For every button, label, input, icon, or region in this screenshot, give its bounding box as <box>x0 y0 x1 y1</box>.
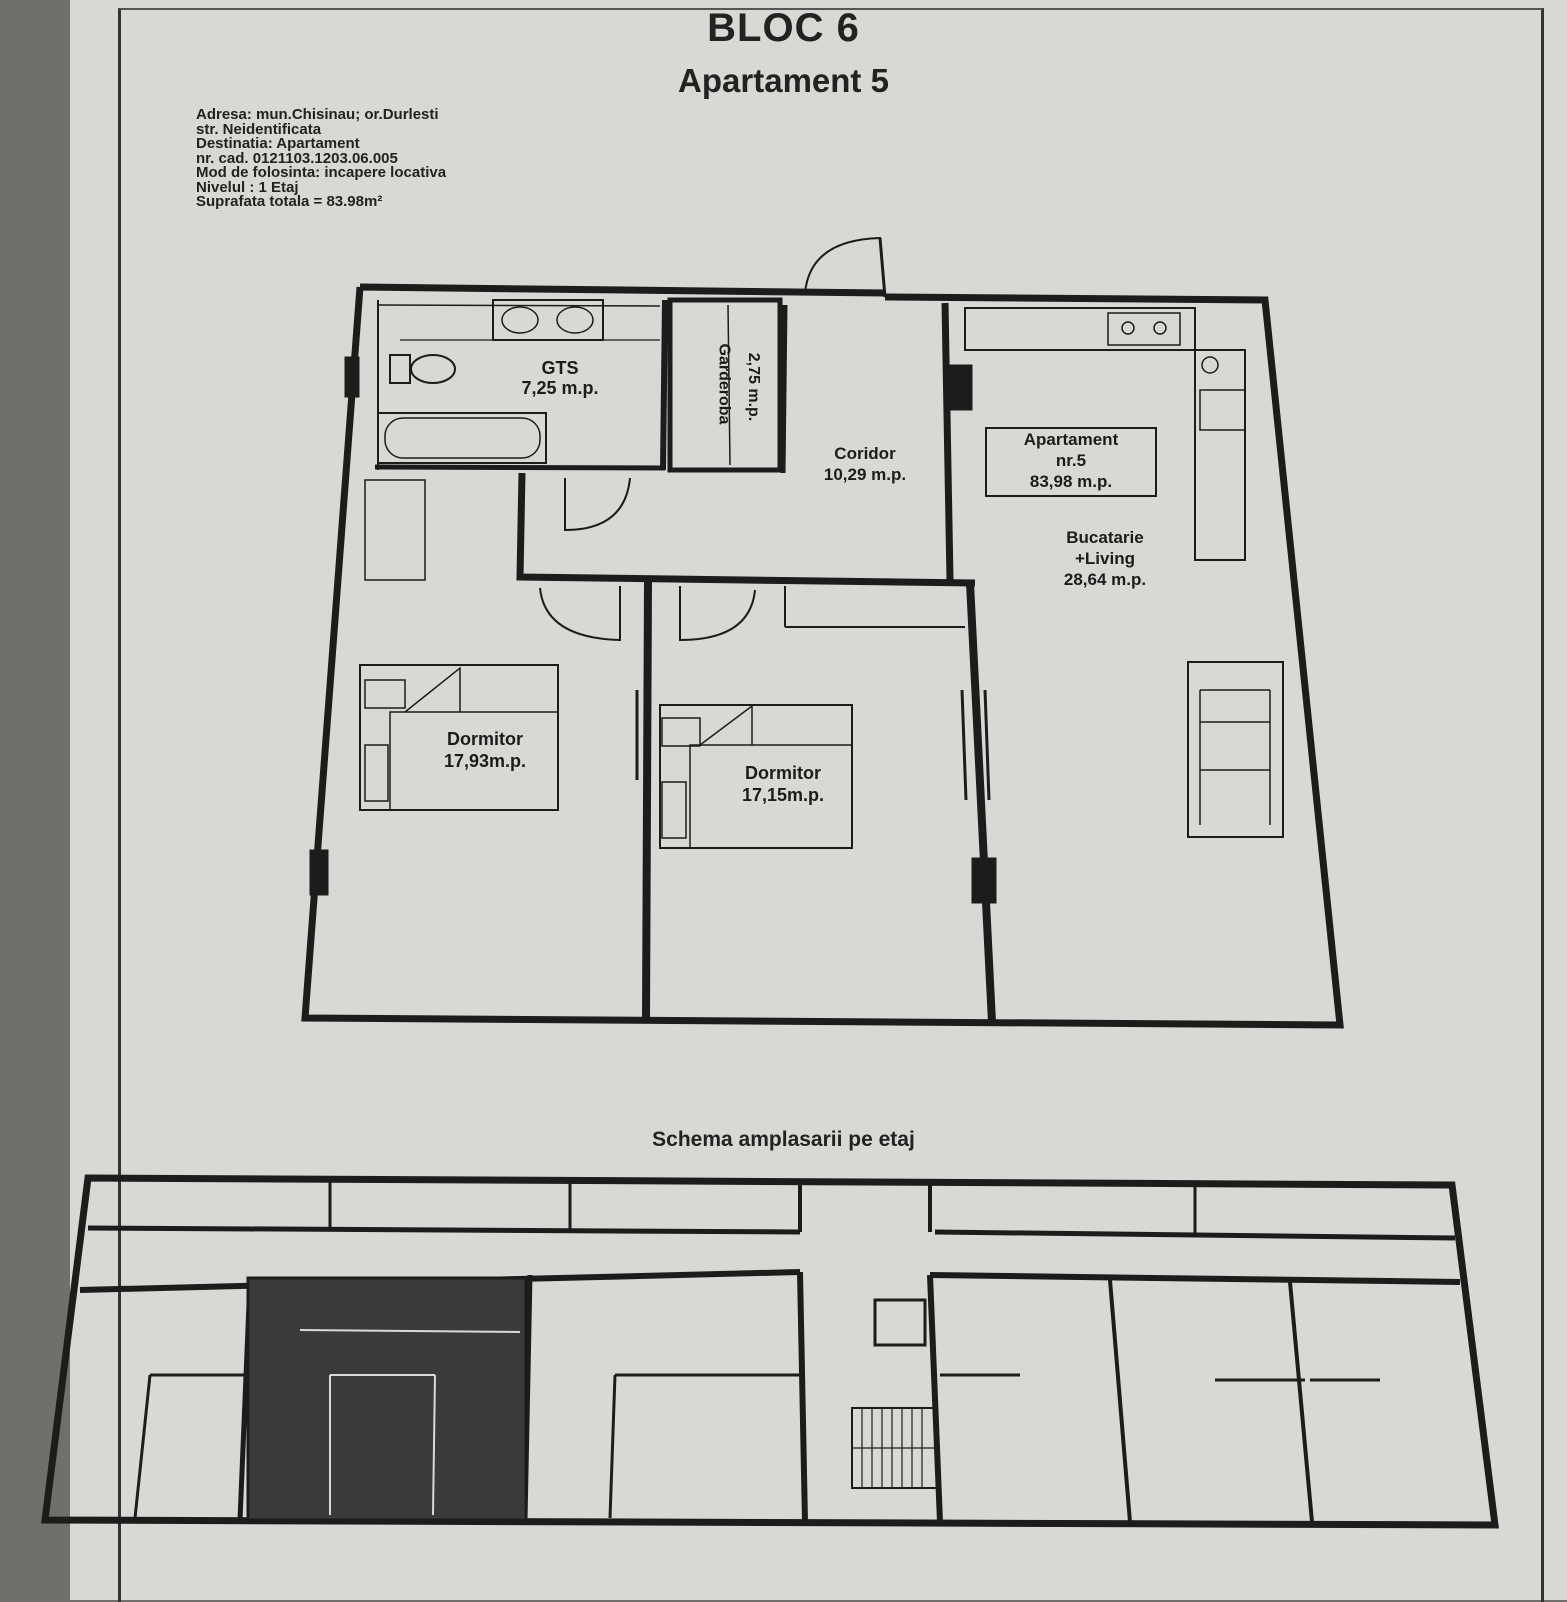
apartment-tag-line2: nr.5 <box>1055 451 1087 470</box>
kitchen-counter <box>964 307 1196 351</box>
floor-schema <box>41 1174 1499 1529</box>
page-title: BLOC 6 <box>707 6 860 50</box>
bedroom1-door <box>539 586 621 642</box>
room-dormitor1-area: 17,93m.p. <box>443 751 527 771</box>
outer-wall <box>301 283 1344 1029</box>
entrance-door <box>804 236 886 298</box>
page-subtitle: Apartament 5 <box>678 62 889 99</box>
room-bucatarie-line2: +Living <box>1075 549 1135 568</box>
room-bucatarie-label: Bucatarie +Living 28,64 m.p. <box>1030 527 1180 590</box>
room-dormitor2-area: 17,15m.p. <box>741 785 825 805</box>
info-street: str. Neidentificata <box>196 120 322 138</box>
toilet <box>389 354 411 384</box>
highlighted-apartment <box>246 1276 528 1522</box>
room-bucatarie-line1: Bucatarie <box>1066 528 1144 547</box>
wardrobe-room <box>667 297 783 473</box>
room-dormitor2-name: Dormitor <box>745 763 821 783</box>
apartment-tag: Apartament nr.5 83,98 m.p. <box>985 427 1157 497</box>
room-gts-label: GTS 7,25 m.p. <box>485 358 635 398</box>
schema-title: Schema amplasarii pe etaj <box>652 1128 915 1151</box>
bathtub <box>377 412 547 464</box>
bedroom2-door <box>679 586 756 642</box>
room-dormitor1-label: Dormitor 17,93m.p. <box>410 728 560 772</box>
room-bucatarie-area: 28,64 m.p. <box>1063 570 1147 589</box>
sofa <box>1187 661 1284 838</box>
page-frame <box>118 8 1544 1602</box>
room-coridor-label: Coridor 10,29 m.p. <box>790 443 940 485</box>
info-destination: Destinatia: Apartament <box>196 135 360 152</box>
info-total-area: Suprafata totala = 83.98m² <box>196 193 383 210</box>
apartment-tag-line3: 83,98 m.p. <box>1029 472 1113 491</box>
info-address: Adresa: mun.Chisinau; or.Durlesti <box>196 106 439 123</box>
info-level: Nivelul : 1 Etaj <box>196 178 299 196</box>
room-gts-area: 7,25 m.p. <box>521 378 599 398</box>
apartment-tag-line1: Apartament <box>1023 430 1119 449</box>
info-block: Adresa: mun.Chisinau; or.Durlesti str. N… <box>196 106 447 210</box>
info-usage: Mod de folosinta: incapere locativa <box>196 164 447 181</box>
room-coridor-area: 10,29 m.p. <box>823 465 907 484</box>
room-coridor-name: Coridor <box>834 444 896 463</box>
room-garderoba-area-label: 2,75 m.p. <box>698 353 808 421</box>
room-dormitor1-name: Dormitor <box>447 729 523 749</box>
corridor-door <box>564 477 631 532</box>
room-garderoba-area: 2,75 m.p. <box>744 352 762 422</box>
room-dormitor2-label: Dormitor 17,15m.p. <box>708 762 858 806</box>
info-cadastral: nr. cad. 0121103.1203.06.005 <box>196 149 398 167</box>
room-gts-name: GTS <box>541 358 579 378</box>
